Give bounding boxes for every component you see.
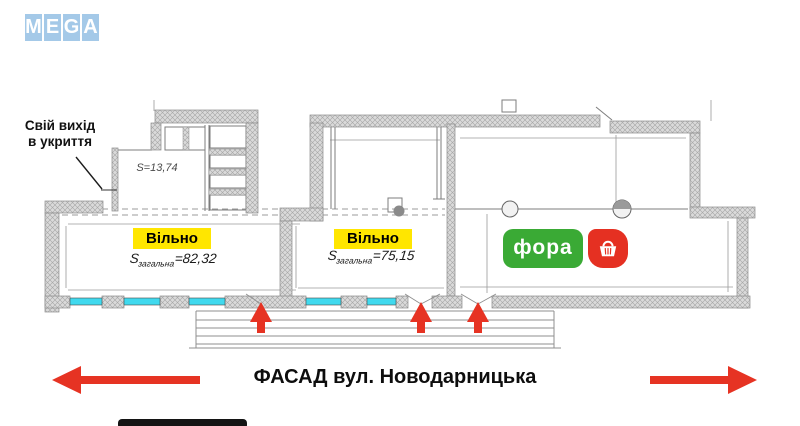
fora-basket-tile <box>588 229 628 268</box>
unit-area-label: Sзагальна=75,15 <box>327 248 416 266</box>
mega-watermark: M E G A <box>25 14 99 41</box>
facade-direction-arrow-icon <box>650 366 757 394</box>
room-area-label: S=13,74 <box>136 162 178 174</box>
shelter-exit-note: Свій вихід в укриття <box>14 118 106 150</box>
entrance-stairs <box>189 310 561 349</box>
door-guide-lines <box>245 293 497 305</box>
bottom-bar <box>118 419 247 426</box>
entrance-arrow-icon <box>467 302 489 333</box>
shelter-exit-note-line2: в укриття <box>28 134 92 149</box>
column <box>393 205 405 217</box>
vacant-status-badge: Вільно <box>334 229 412 249</box>
walls <box>44 109 756 313</box>
entrance-arrow-icon <box>410 302 432 333</box>
shelter-exit-pointer-line <box>75 156 103 190</box>
fora-wordmark: фора <box>503 229 583 268</box>
dimension-lines <box>65 100 733 293</box>
column <box>613 200 631 209</box>
facade-direction-arrow-icon <box>52 366 200 394</box>
vacant-status-badge: Вільно <box>133 228 211 249</box>
watermark-letter: A <box>82 14 99 41</box>
shelter-exit-note-line1: Свій вихід <box>24 118 96 133</box>
watermark-letter: E <box>44 14 61 41</box>
window-glazing <box>69 297 397 306</box>
shopping-basket-icon <box>599 240 617 256</box>
watermark-letter: G <box>63 14 80 41</box>
watermark-letter: M <box>25 14 42 41</box>
facade-street-label: ФАСАД вул. Новодарницька <box>253 366 537 388</box>
entrance-arrow-icon <box>250 302 272 333</box>
column <box>501 200 519 218</box>
unit-area-label: Sзагальна=82,32 <box>129 251 218 269</box>
